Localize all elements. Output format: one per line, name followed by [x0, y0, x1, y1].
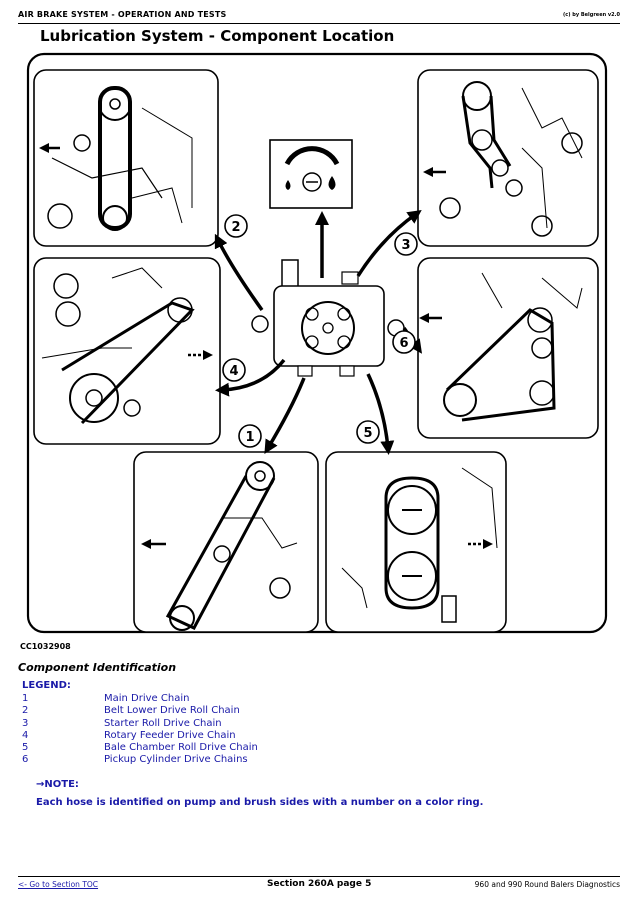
legend-label: Starter Roll Drive Chain: [104, 717, 222, 729]
callout-5: 5: [356, 420, 380, 444]
figure-id: CC1032908: [20, 642, 71, 651]
legend-number: 4: [22, 729, 29, 741]
component-identification-heading: Component Identification: [18, 661, 177, 674]
brand-label: (c) by Belgreen v2.0: [562, 12, 620, 18]
callout-4: 4: [222, 358, 246, 382]
page-number: Section 260A page 5: [267, 879, 372, 889]
svg-text:2: 2: [231, 220, 240, 235]
note-title: →NOTE:: [36, 779, 79, 790]
figure-frame: [26, 52, 608, 634]
legend-label: Main Drive Chain: [104, 693, 190, 704]
panel-main-drive-chain: [133, 451, 319, 633]
legend-number: 5: [22, 742, 29, 754]
panel-pickup-cylinder-drive-chains: [417, 257, 599, 439]
panel-rotary-feeder-drive-chain: [33, 257, 221, 445]
legend-number: 6: [22, 754, 29, 766]
svg-text:1: 1: [245, 430, 254, 445]
legend-label: Pickup Cylinder Drive Chains: [104, 754, 248, 766]
panel-belt-lower-drive-roll-chain: [33, 69, 219, 247]
panel-starter-roll-drive-chain: [417, 69, 599, 247]
legend-number: 1: [22, 693, 29, 704]
note-text: Each hose is identified on pump and brus…: [36, 797, 484, 808]
reservoir-gauge: [269, 139, 353, 209]
callout-3: 3: [394, 232, 418, 256]
svg-text:4: 4: [229, 364, 238, 379]
page-title: Lubrication System - Component Location: [40, 27, 395, 45]
footer-divider: [18, 876, 620, 877]
page-header: AIR BRAKE SYSTEM - OPERATION AND TESTS (…: [18, 9, 620, 23]
section-label: AIR BRAKE SYSTEM - OPERATION AND TESTS: [18, 10, 227, 19]
svg-text:5: 5: [363, 426, 372, 441]
callout-1: 1: [238, 424, 262, 448]
header-divider: [18, 23, 620, 24]
legend-title: LEGEND:: [22, 680, 71, 691]
document-title: 960 and 990 Round Balers Diagnostics: [474, 880, 620, 889]
panel-bale-chamber-roll-drive-chain: [325, 451, 507, 633]
legend-number: 3: [22, 717, 29, 729]
lubrication-pump: [251, 259, 405, 377]
legend-number: 2: [22, 705, 29, 717]
legend-label: Belt Lower Drive Roll Chain: [104, 705, 240, 717]
legend-label: Bale Chamber Roll Drive Chain: [104, 742, 258, 754]
callout-2: 2: [224, 214, 248, 238]
component-location-figure: 1 2 3 4 5 6: [26, 52, 608, 634]
section-toc-link[interactable]: <- Go to Section TOC: [18, 880, 99, 889]
svg-text:6: 6: [399, 336, 408, 351]
legend-label: Rotary Feeder Drive Chain: [104, 729, 236, 741]
svg-text:3: 3: [401, 238, 410, 253]
callout-6: 6: [392, 330, 416, 354]
